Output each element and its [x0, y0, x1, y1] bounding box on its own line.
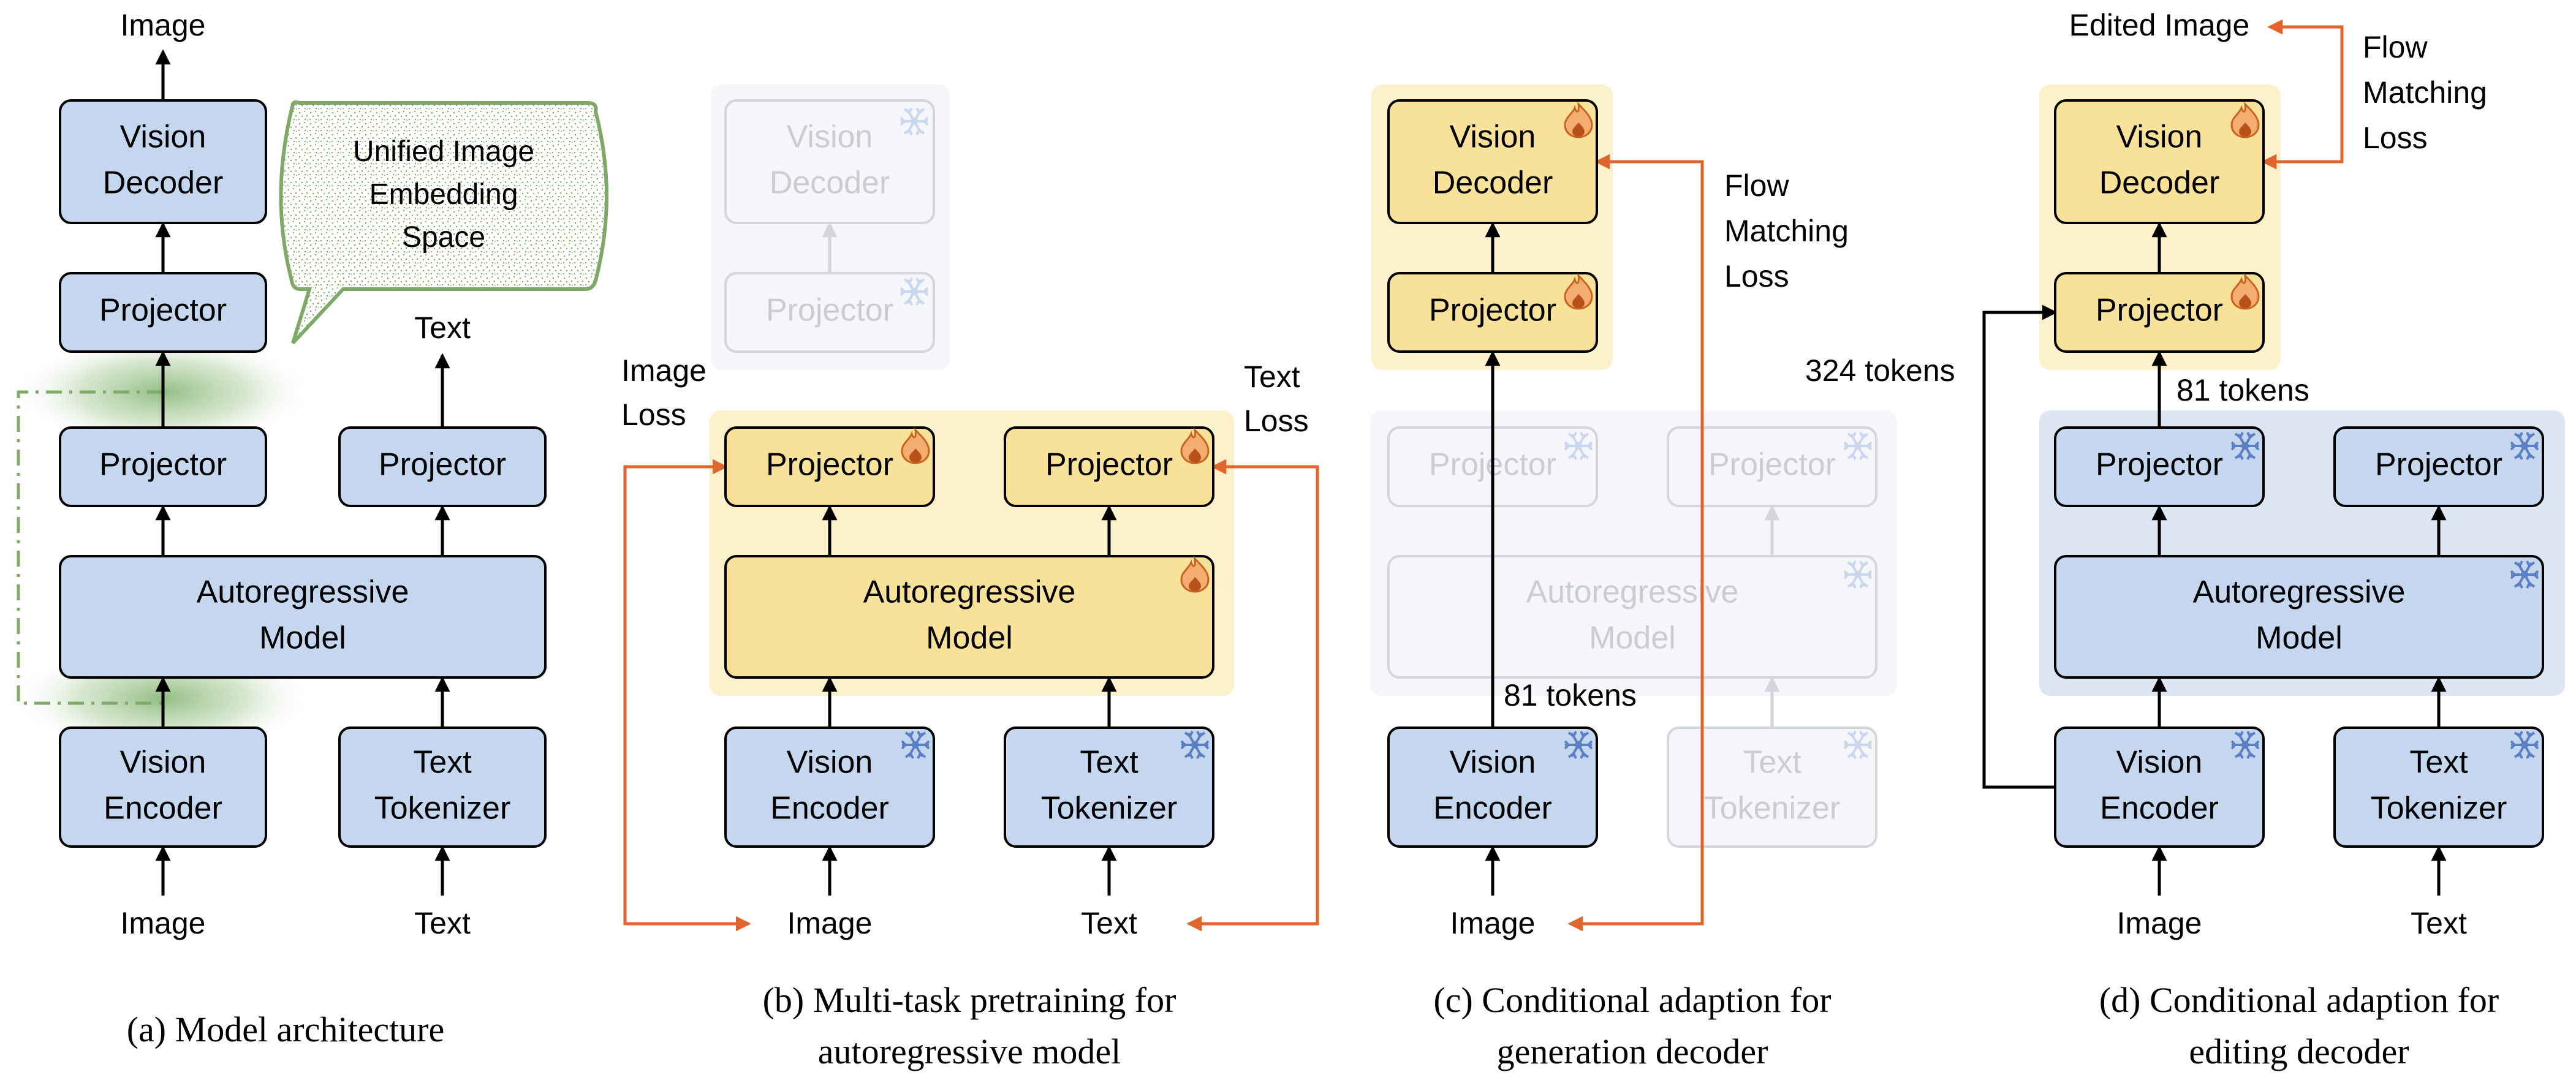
projector-top-box: [59, 272, 267, 353]
input-image-label: Image: [787, 906, 873, 940]
text-tokenizer-box: [338, 726, 547, 848]
projector-label: Projector: [1429, 293, 1556, 328]
embedding-space-connector: [17, 390, 163, 705]
flow-matching-loss-arrow: [1567, 154, 1704, 932]
input-text-label: Text: [1081, 906, 1137, 940]
projector-box: [1387, 272, 1598, 353]
faded-projector-label: Projector: [766, 293, 893, 328]
projector-right-label: Projector: [2375, 447, 2502, 483]
skip-arrow-encoder-to-projector: [1982, 304, 2058, 789]
projector-left-box: [2054, 426, 2265, 507]
projector-right-box: [2333, 426, 2544, 507]
embedding-space-callout: [279, 100, 608, 345]
faded-projector-right-label: Projector: [1708, 447, 1836, 483]
projector-left-label: Projector: [766, 447, 893, 483]
vision-encoder-box: [2054, 726, 2265, 848]
faded-text-tokenizer-box: [1667, 726, 1877, 848]
input-image-label: Image: [2117, 906, 2202, 940]
projector-left-box: [59, 426, 267, 507]
autoregressive-model-box: [2054, 555, 2544, 679]
projector-top-label: Projector: [99, 293, 227, 328]
projector-right-label: Projector: [379, 447, 506, 483]
autoregressive-model-box: [59, 555, 547, 679]
text-tokenizer-box: [1004, 726, 1214, 848]
vision-encoder-box: [59, 726, 267, 848]
vision-encoder-box: [1387, 726, 1598, 848]
flow-matching-loss-arrow: [2261, 19, 2344, 170]
projector-left-label: Projector: [99, 447, 227, 483]
tokens-324-label: 324 tokens: [1805, 353, 1955, 388]
text-tokenizer-box: [2333, 726, 2544, 848]
projector-left-label: Projector: [2096, 447, 2223, 483]
faded-autoregressive-model-box: [1387, 555, 1877, 679]
vision-decoder-box: [59, 99, 267, 224]
image-loss-arrow: [623, 459, 751, 932]
tokens-81-label: 81 tokens: [2176, 373, 2309, 407]
faded-vision-decoder-box: [724, 99, 935, 224]
input-image-label: Image: [121, 906, 206, 940]
text-loss-arrow: [1186, 459, 1319, 932]
faded-projector-box: [724, 272, 935, 353]
vision-decoder-box: [1387, 99, 1598, 224]
edited-image-label: Edited Image: [2069, 8, 2250, 42]
output-text-label: Text: [414, 311, 471, 345]
projector-right-label: Projector: [1045, 447, 1173, 483]
output-image-label: Image: [121, 8, 206, 42]
projector-left-box: [724, 426, 935, 507]
caption-a: (a) Model architecture: [127, 1009, 445, 1049]
input-text-label: Text: [414, 906, 471, 940]
vision-encoder-box: [724, 726, 935, 848]
tokens-label: 81 tokens: [1504, 678, 1637, 712]
autoregressive-model-box: [724, 555, 1214, 679]
input-text-label: Text: [2411, 906, 2467, 940]
projector-top-box: [2054, 272, 2265, 353]
input-image-label: Image: [1450, 906, 1536, 940]
projector-top-label: Projector: [2096, 293, 2223, 328]
projector-right-box: [338, 426, 547, 507]
projector-right-box: [1004, 426, 1214, 507]
faded-projector-right-box: [1667, 426, 1877, 507]
vision-decoder-box: [2054, 99, 2265, 224]
